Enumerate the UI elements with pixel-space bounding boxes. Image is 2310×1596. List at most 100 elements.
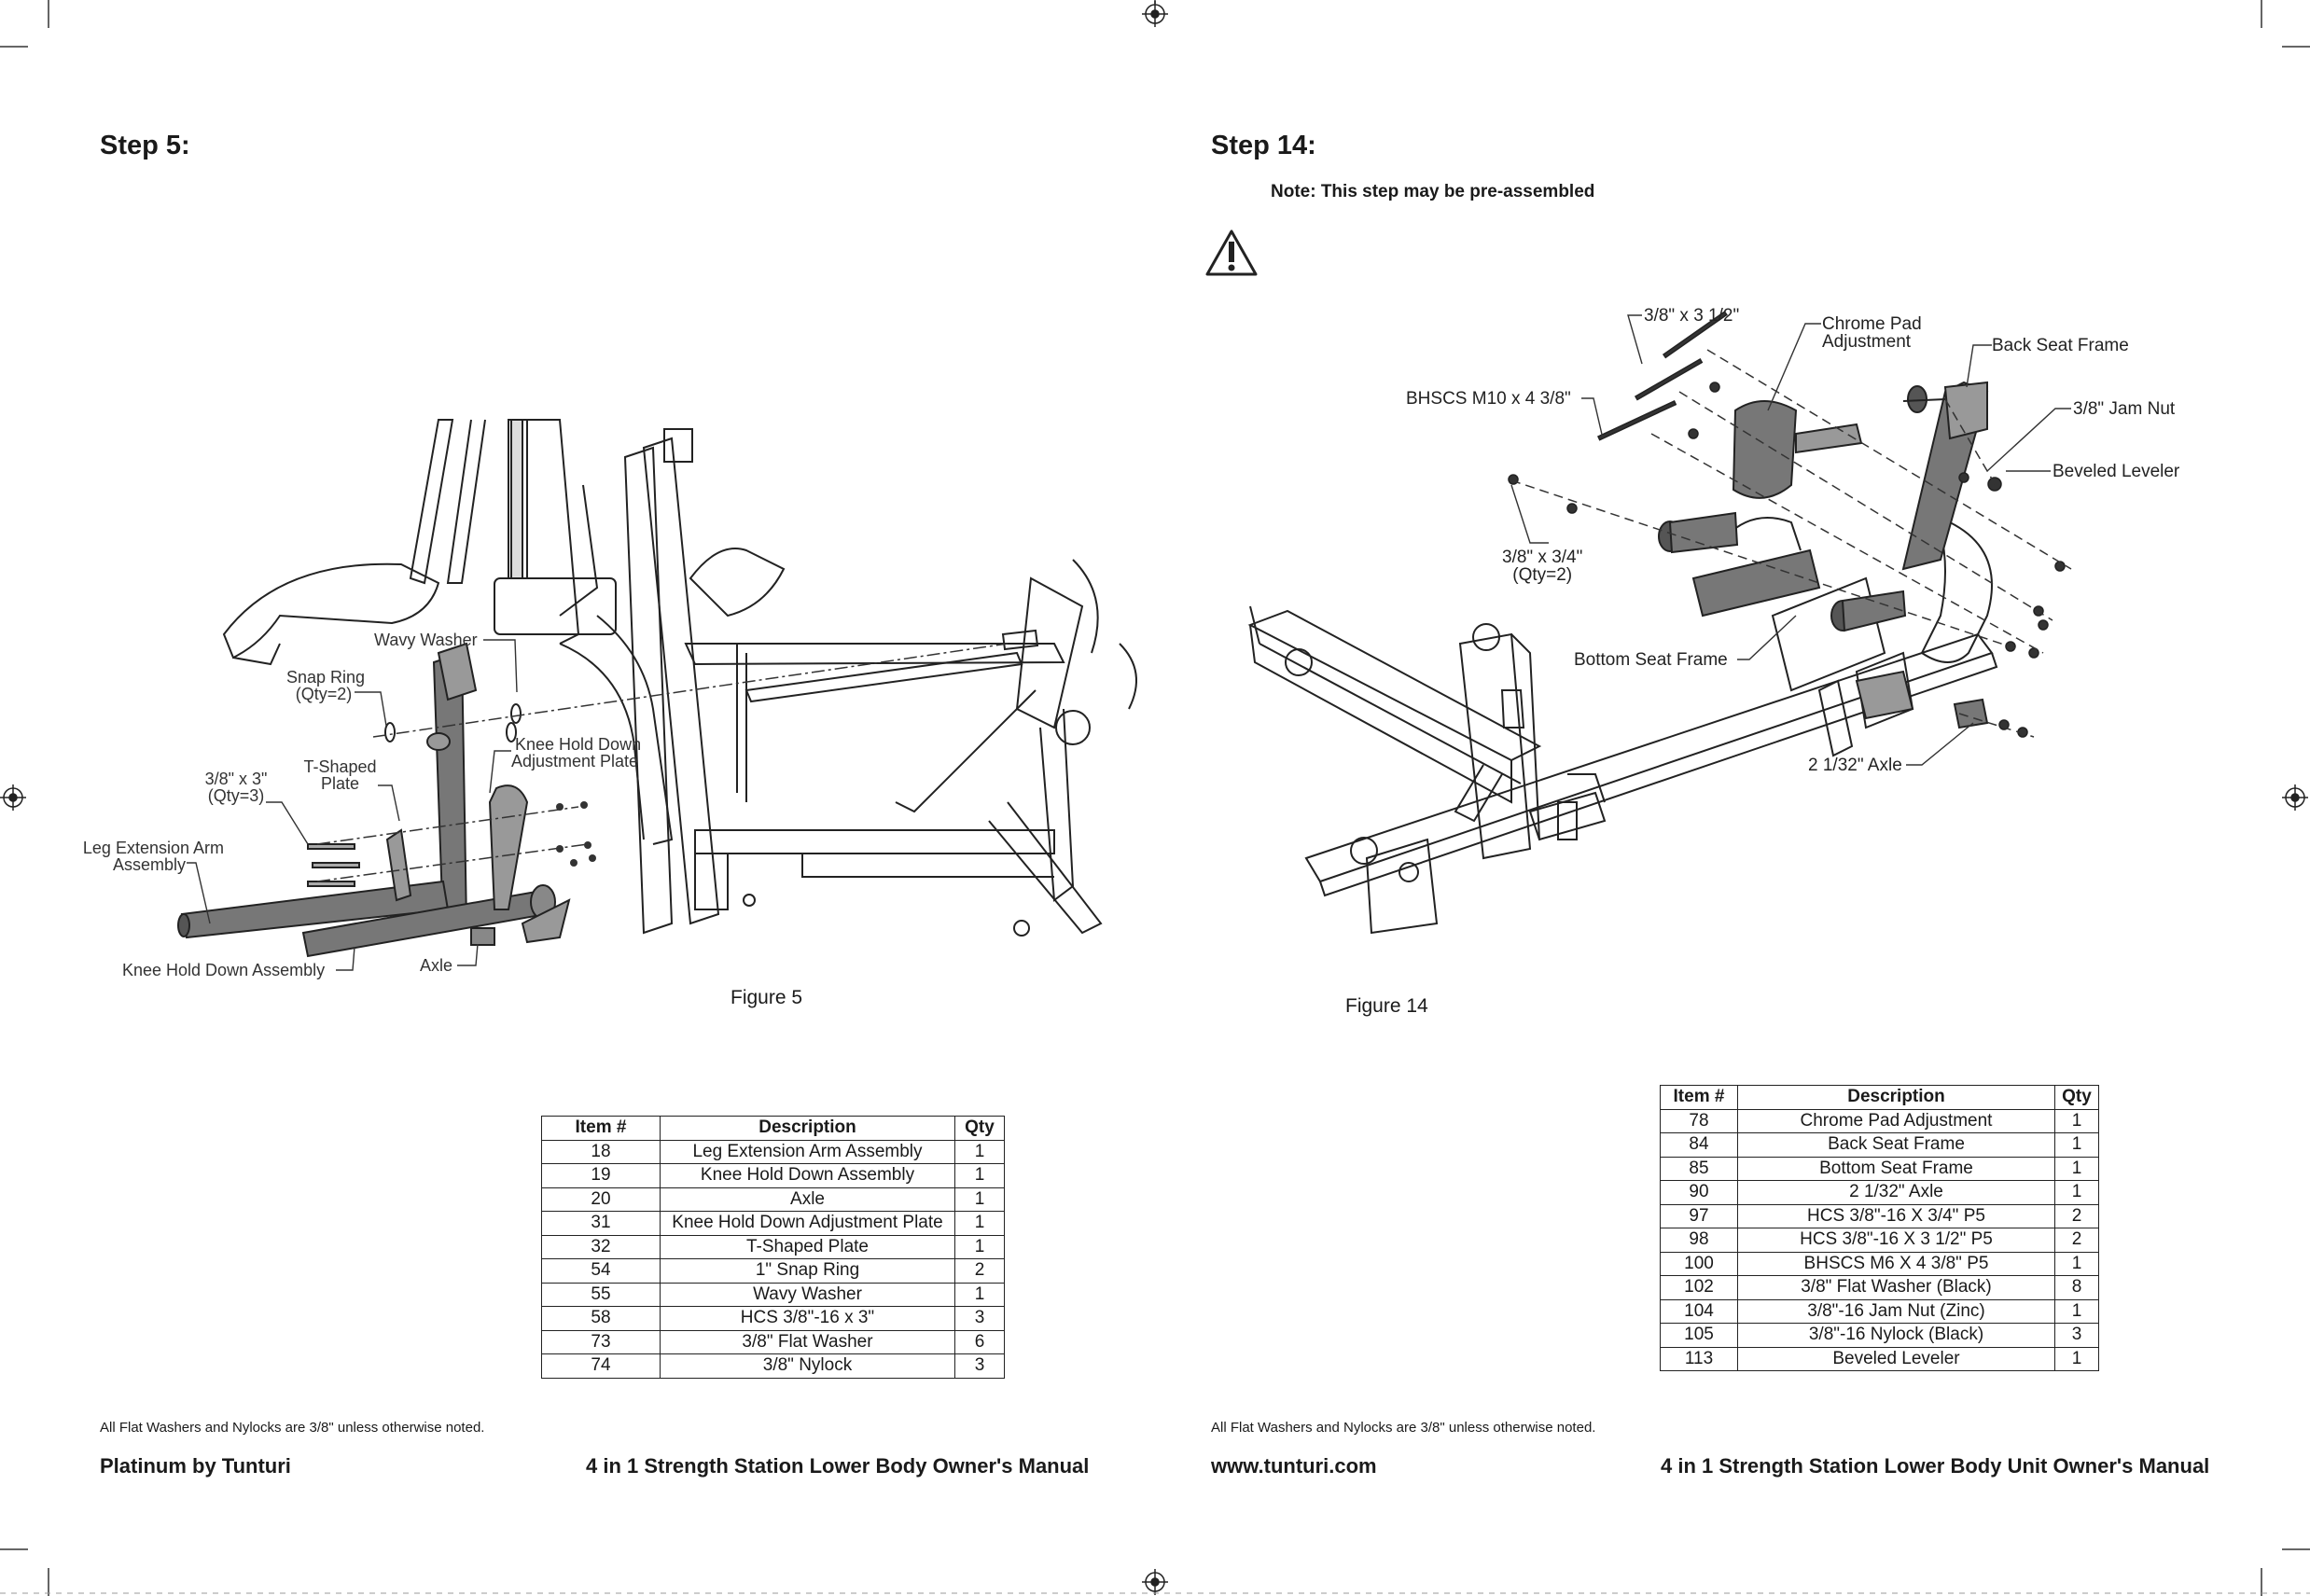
registration-mark-top (1142, 1, 1168, 27)
qty-cell: 1 (954, 1187, 1005, 1212)
description-cell: 3/8"-16 Jam Nut (Zinc) (1737, 1298, 2055, 1324)
description-cell: Bottom Seat Frame (1737, 1156, 2055, 1181)
pre-assembled-note: Note: This step may be pre-assembled (1271, 182, 1595, 201)
label-knee-adj-line1: Knee Hold Down (515, 735, 642, 754)
qty-cell: 6 (954, 1329, 1005, 1354)
label-hcs-3-1-2: 3/8" x 3 1/2" (1644, 306, 1740, 326)
description-cell: Knee Hold Down Assembly (660, 1163, 955, 1188)
qty-cell: 1 (2054, 1251, 2099, 1276)
qty-cell: 1 (2054, 1156, 2099, 1181)
label-chrome-line2: Adjustment (1822, 332, 1912, 352)
item-number-cell: 100 (1660, 1251, 1738, 1276)
description-cell: HCS 3/8"-16 X 3 1/2" P5 (1737, 1228, 2055, 1253)
qty-cell: 1 (2054, 1180, 2099, 1205)
item-number-cell: 78 (1660, 1108, 1738, 1133)
footer-brand: Platinum by Tunturi (100, 1454, 291, 1478)
qty-cell: 1 (954, 1282, 1005, 1307)
description-cell: 2 1/32" Axle (1737, 1180, 2055, 1205)
label-leg-ext-line1: Leg Extension Arm (82, 839, 224, 857)
label-wavy-washer: Wavy Washer (374, 631, 478, 649)
label-snap-ring-line2: (Qty=2) (295, 685, 353, 703)
qty-cell: 1 (954, 1211, 1005, 1236)
column-header-qty: Qty (954, 1116, 1005, 1141)
item-number-cell: 54 (541, 1258, 661, 1284)
figure-14-caption: Figure 14 (1345, 995, 1428, 1017)
item-number-cell: 20 (541, 1187, 661, 1212)
description-cell: T-Shaped Plate (660, 1234, 955, 1259)
description-cell: BHSCS M6 X 4 3/8" P5 (1737, 1251, 2055, 1276)
item-number-cell: 55 (541, 1282, 661, 1307)
label-hcs-3-in-line1: 3/8" x 3" (204, 770, 268, 788)
item-number-cell: 73 (541, 1329, 661, 1354)
footer-manual-title-left: 4 in 1 Strength Station Lower Body Owner… (586, 1454, 1090, 1478)
description-cell: 3/8" Flat Washer (Black) (1737, 1275, 2055, 1300)
qty-cell: 1 (954, 1163, 1005, 1188)
label-beveled-leveler: Beveled Leveler (2053, 462, 2180, 481)
item-number-cell: 19 (541, 1163, 661, 1188)
registration-mark-right (2282, 784, 2308, 811)
label-chrome-line1: Chrome Pad (1822, 314, 1922, 334)
item-number-cell: 18 (541, 1139, 661, 1164)
column-header-qty: Qty (2054, 1085, 2099, 1110)
label-hcs-3-4: 3/8" x 3/4" (Qty=2) (1502, 548, 1582, 584)
description-cell: HCS 3/8"-16 X 3/4" P5 (1737, 1203, 2055, 1228)
label-t-shaped-plate-line2: Plate (320, 774, 360, 793)
footnote-left: All Flat Washers and Nylocks are 3/8" un… (100, 1420, 485, 1436)
item-number-cell: 32 (541, 1234, 661, 1259)
item-number-cell: 104 (1660, 1298, 1738, 1324)
label-t-shaped-plate: T-Shaped Plate (300, 758, 380, 792)
label-bhscs: BHSCS M10 x 4 3/8" (1406, 389, 1571, 409)
description-cell: Knee Hold Down Adjustment Plate (660, 1211, 955, 1236)
item-number-cell: 98 (1660, 1228, 1738, 1253)
label-chrome-pad-adjustment: Chrome Pad Adjustment (1822, 315, 1922, 351)
label-knee-hold-down-assembly: Knee Hold Down Assembly (122, 961, 326, 979)
label-knee-adj-line2: Adjustment Plate (511, 752, 639, 770)
column-header-description: Description (660, 1116, 955, 1141)
step-14-title: Step 14: (1211, 131, 1316, 160)
item-number-cell: 74 (541, 1353, 661, 1379)
footnote-right: All Flat Washers and Nylocks are 3/8" un… (1211, 1420, 1596, 1436)
item-number-cell: 90 (1660, 1180, 1738, 1205)
qty-cell: 8 (2054, 1275, 2099, 1300)
registration-mark-bottom (1142, 1569, 1168, 1595)
label-snap-ring-line1: Snap Ring (286, 668, 366, 687)
qty-cell: 1 (2054, 1108, 2099, 1133)
label-hcs-3-in-line2: (Qty=3) (207, 786, 265, 805)
qty-cell: 2 (954, 1258, 1005, 1284)
label-leg-ext-line2: Assembly (112, 855, 186, 874)
table-header-row: Item # Description Qty (541, 1116, 1005, 1141)
table-header-row: Item # Description Qty (1660, 1085, 2099, 1110)
footer-manual-title-right: 4 in 1 Strength Station Lower Body Unit … (1661, 1454, 2210, 1478)
description-cell: 1" Snap Ring (660, 1258, 955, 1284)
item-number-cell: 102 (1660, 1275, 1738, 1300)
description-cell: Beveled Leveler (1737, 1346, 2055, 1371)
item-number-cell: 105 (1660, 1323, 1738, 1348)
description-cell: Back Seat Frame (1737, 1132, 2055, 1158)
item-number-cell: 85 (1660, 1156, 1738, 1181)
description-cell: 3/8" Nylock (660, 1353, 955, 1379)
description-cell: Chrome Pad Adjustment (1737, 1108, 2055, 1133)
item-number-cell: 97 (1660, 1203, 1738, 1228)
description-cell: 3/8" Flat Washer (660, 1329, 955, 1354)
label-hcs-3-4-line1: 3/8" x 3/4" (1502, 548, 1583, 567)
